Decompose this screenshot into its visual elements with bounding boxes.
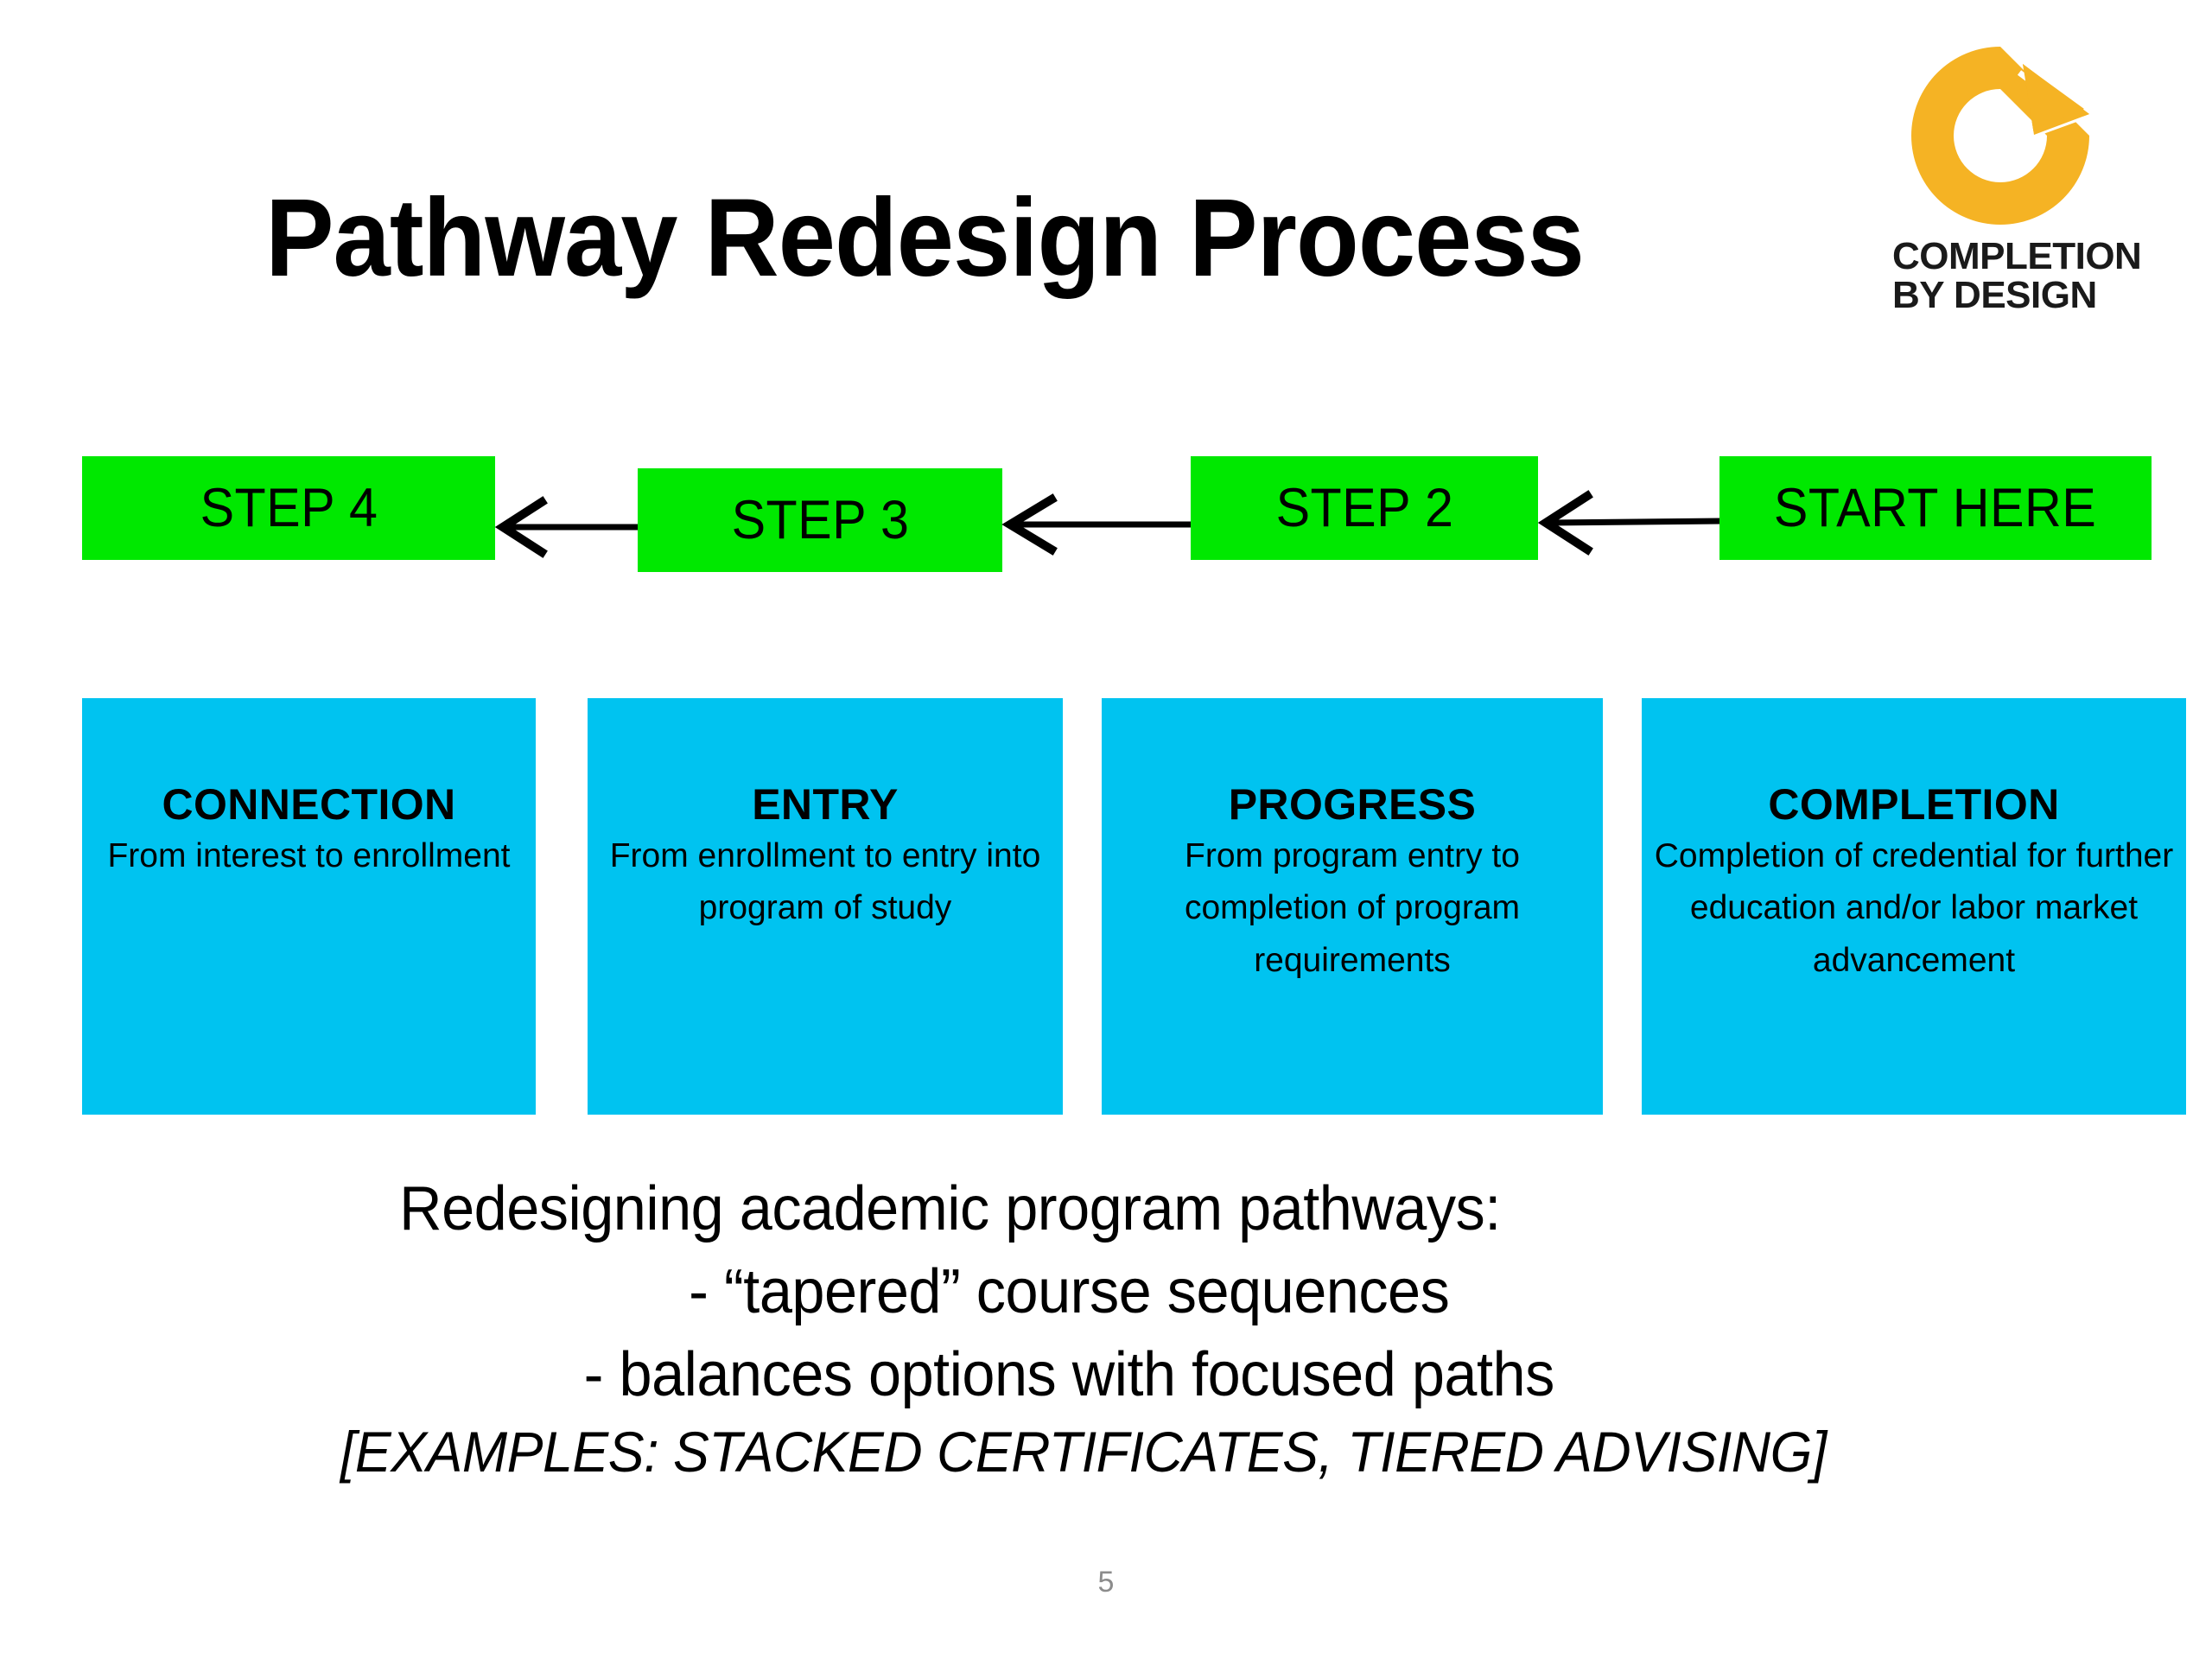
footer-examples-line: [EXAMPLES: STACKED CERTIFICATES, TIERED … xyxy=(340,1420,1827,1484)
circular-arrow-icon xyxy=(1906,41,2094,230)
stage-description: From interest to enrollment xyxy=(107,837,511,874)
arrow-step3-to-step4 xyxy=(494,496,638,558)
stage-title: ENTRY xyxy=(752,780,899,829)
page-number: 5 xyxy=(1097,1566,1115,1599)
stage-box-connection: CONNECTION From interest to enrollment xyxy=(82,698,536,1115)
stage-box-completion: COMPLETION Completion of credential for … xyxy=(1642,698,2186,1115)
logo-line-2: BY DESIGN xyxy=(1892,274,2097,317)
stage-description: Completion of credential for further edu… xyxy=(1654,837,2174,979)
step-box-step-4: STEP 4 xyxy=(82,456,495,560)
stage-title: PROGRESS xyxy=(1228,780,1477,829)
logo-line-1: COMPLETION xyxy=(1892,235,2142,277)
step-label: START HERE xyxy=(1774,477,2097,538)
slide-title: Pathway Redesign Process xyxy=(265,176,1585,300)
step-label: STEP 2 xyxy=(1275,477,1453,538)
footer-lead-line: Redesigning academic program pathways: xyxy=(399,1174,1501,1243)
step-box-step-2: STEP 2 xyxy=(1191,456,1538,560)
stage-title: COMPLETION xyxy=(1768,780,2060,829)
stage-title: CONNECTION xyxy=(162,780,456,829)
step-label: STEP 3 xyxy=(731,489,909,550)
stage-box-entry: ENTRY From enrollment to entry into prog… xyxy=(588,698,1063,1115)
stage-box-progress: PROGRESS From program entry to completio… xyxy=(1102,698,1603,1115)
arrow-start-to-step2 xyxy=(1537,490,1722,556)
completion-by-design-logo: COMPLETION BY DESIGN xyxy=(1882,41,2167,318)
step-box-step-3: STEP 3 xyxy=(638,468,1002,572)
step-box-start-here: START HERE xyxy=(1719,456,2152,560)
arrow-step2-to-step3 xyxy=(1001,493,1192,556)
stage-description: From program entry to completion of prog… xyxy=(1184,837,1521,979)
logo-wordmark: COMPLETION BY DESIGN xyxy=(1892,237,2160,315)
footer-text-block: Redesigning academic program pathways: -… xyxy=(0,1168,2212,1488)
footer-bullet-1: - “tapered” course sequences xyxy=(689,1256,1450,1326)
footer-bullet-2: - balances options with focused paths xyxy=(583,1339,1555,1409)
stage-description: From enrollment to entry into program of… xyxy=(609,837,1041,927)
step-label: STEP 4 xyxy=(200,477,378,538)
